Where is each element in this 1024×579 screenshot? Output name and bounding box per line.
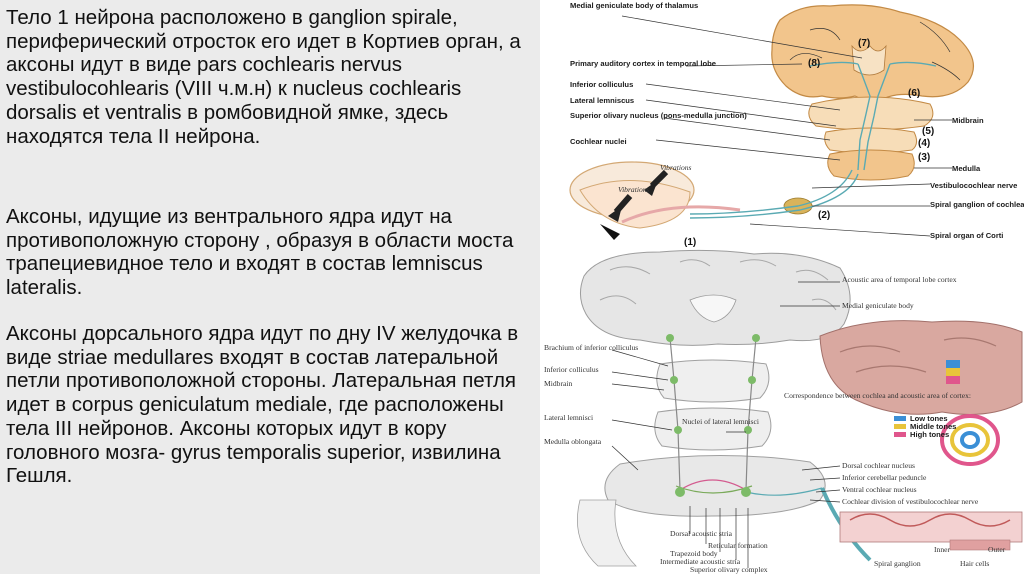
label-ic-bottom: Inferior colliculus [544, 365, 599, 374]
label-superior-olivary: Superior olivary nucleus (pons-medulla j… [570, 111, 747, 120]
label-medulla-oblongata: Medulla oblongata [544, 437, 602, 446]
marker-6: (6) [908, 88, 920, 99]
tonotopic-middle [946, 368, 960, 376]
label-brachium-ic: Brachium of inferior colliculus [544, 343, 638, 352]
marker-4: (4) [918, 138, 930, 149]
colored-cochlea-spiral [940, 414, 1001, 466]
label-mgb-bottom: Medial geniculate body [842, 301, 914, 310]
label-midbrain-bottom: Midbrain [544, 379, 572, 388]
auditory-pathway-figure: Vibrations Vibrations [544, 1, 1024, 574]
paragraph-first-neuron: Тело 1 нейрона расположено в ganglion sp… [6, 6, 521, 148]
top-leader-lines [621, 15, 952, 237]
label-trapezoid-body: Trapezoid body [670, 549, 718, 558]
auditory-pathway-lines [689, 61, 937, 219]
bottom-diagram: Acoustic area of temporal lobe cortex Me… [544, 249, 1023, 574]
label-vestibulocochlear-nerve: Vestibulocochlear nerve [930, 181, 1017, 190]
marker-8: (8) [808, 58, 820, 69]
label-inferior-colliculus-top: Inferior colliculus [570, 80, 633, 89]
legend-low-label: Low tones [910, 414, 948, 423]
marker-3: (3) [918, 152, 930, 163]
figure-panel: Vibrations Vibrations [540, 0, 1024, 574]
label-organ-of-corti: Spiral organ of Corti [930, 231, 1003, 240]
label-medulla-top: Medulla [952, 164, 981, 173]
thalamus [851, 44, 887, 76]
basilar-membrane [621, 205, 741, 224]
label-superior-olivary-complex: Superior olivary complex [690, 565, 768, 574]
marker-5: (5) [922, 126, 934, 137]
marker-7: (7) [858, 38, 870, 49]
label-spiral-ganglion-top: Spiral ganglion of cochlear nerve [930, 200, 1024, 209]
bottom-pathway-lines [669, 337, 872, 562]
pons-section-bottom [654, 407, 772, 451]
label-midbrain-top: Midbrain [952, 116, 984, 125]
legend-high-label: High tones [910, 430, 949, 439]
vibrations-label-2: Vibrations [618, 185, 650, 194]
bottom-leader-lines [611, 281, 841, 568]
marker-1: (1) [684, 237, 696, 248]
label-mgb-top: Medial geniculate body of thalamus [570, 1, 698, 10]
label-inner: Inner [934, 545, 950, 554]
temporal-lobe-image [819, 320, 1023, 415]
label-inferior-cerebellar-peduncle: Inferior cerebellar peduncle [842, 473, 927, 482]
medulla-section-bottom [604, 455, 826, 517]
vibrations-label-1: Vibrations [660, 163, 692, 172]
nuclei-dots [666, 334, 760, 497]
label-cochlear-nuclei: Cochlear nuclei [570, 137, 627, 146]
label-acoustic-area: Acoustic area of temporal lobe cortex [842, 275, 957, 284]
label-lateral-lemnisci: Lateral lemnisci [544, 413, 593, 422]
label-lateral-lemniscus-top: Lateral lemniscus [570, 96, 634, 105]
medulla-section [827, 149, 915, 181]
legend-low-swatch [894, 416, 906, 421]
paragraph-dorsal-nucleus: Аксоны дорсального ядра идут по дну IV ж… [6, 322, 519, 488]
tonotopic-high [946, 376, 960, 384]
label-intermediate-acoustic-stria: Intermediate acoustic stria [660, 557, 741, 566]
legend-middle-swatch [894, 424, 906, 429]
marker-2: (2) [818, 210, 830, 221]
cerebellum-piece [577, 499, 637, 567]
midbrain-section-bottom [656, 359, 770, 403]
label-primary-auditory-cortex: Primary auditory cortex in temporal lobe [570, 59, 716, 68]
cochlear-duct [579, 179, 691, 229]
label-hair-cells: Hair cells [960, 559, 989, 568]
stapes [600, 224, 620, 240]
label-reticular-formation: Reticular formation [708, 541, 768, 550]
text-panel: Тело 1 нейрона расположено в ganglion sp… [0, 0, 540, 574]
label-ventral-cochlear-nucleus: Ventral cochlear nucleus [842, 485, 917, 494]
label-correspondence: Correspondence between cochlea and acous… [784, 391, 971, 400]
label-spiral-ganglion-bottom: Spiral ganglion [874, 559, 921, 568]
label-nuclei-lateral-lemnisci: Nuclei of lateral lemnisci [682, 417, 759, 426]
pons-section [824, 127, 918, 154]
label-dorsal-acoustic-stria: Dorsal acoustic stria [670, 529, 733, 538]
label-outer: Outer [988, 545, 1006, 554]
legend-high-swatch [894, 432, 906, 437]
ventricles [689, 294, 737, 323]
top-diagram: Vibrations Vibrations [569, 1, 1024, 248]
label-cochlear-division: Cochlear division of vestibulocochlear n… [842, 497, 979, 506]
legend-middle-label: Middle tones [910, 422, 956, 431]
paragraph-ventral-nucleus: Аксоны, идущие из вентрального ядра идут… [6, 205, 514, 300]
label-dorsal-cochlear-nucleus: Dorsal cochlear nucleus [842, 461, 915, 470]
tonotopic-low [946, 360, 960, 368]
organ-of-corti-strip [839, 511, 1023, 543]
